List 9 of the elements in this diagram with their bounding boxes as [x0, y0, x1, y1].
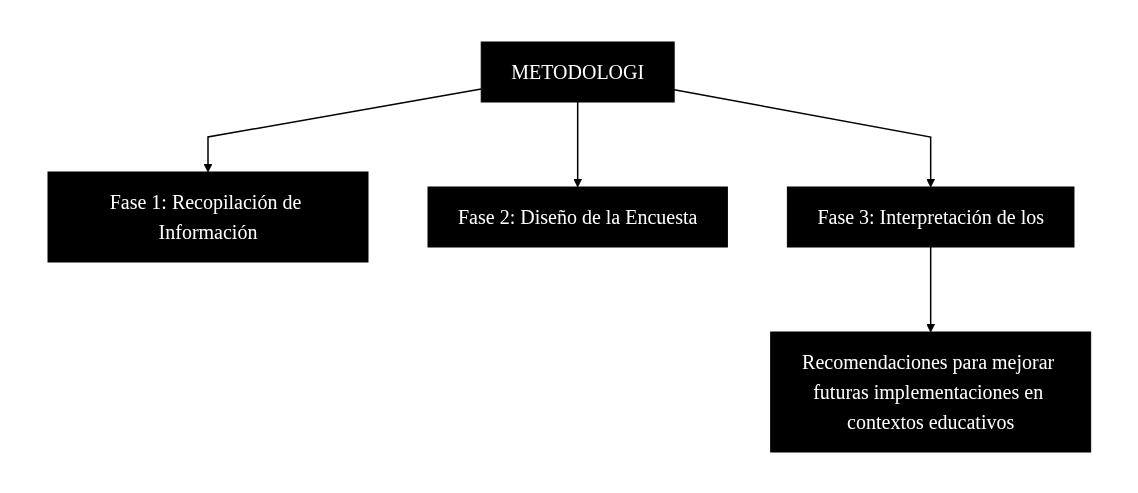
node-box: Fase 2: Diseño de la Encuesta [427, 186, 728, 247]
node-box: Fase 1: Recopilación de Información [47, 171, 369, 262]
node-box: METODOLOGI [480, 41, 675, 102]
arrow [572, 100, 582, 187]
node-box: Recomendaciones para mejorar futuras implementaciones en contextos educativos [769, 331, 1091, 452]
node-box: Fase 3: Interpretación de los [786, 186, 1075, 247]
arrow [203, 87, 482, 172]
arrow [925, 245, 935, 332]
arrow [673, 88, 935, 187]
